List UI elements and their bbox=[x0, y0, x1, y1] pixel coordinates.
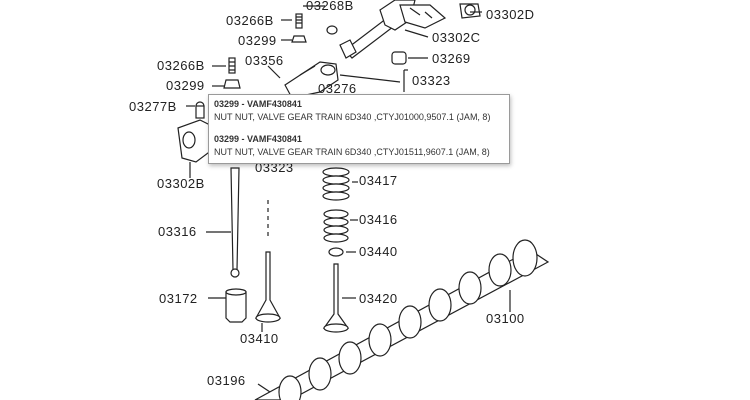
callout-03302c[interactable]: 03302C bbox=[432, 30, 481, 45]
bolt-03266b-top[interactable] bbox=[295, 13, 303, 29]
callout-03196[interactable]: 03196 bbox=[207, 373, 246, 388]
callout-03410[interactable]: 03410 bbox=[240, 331, 279, 346]
callout-03269[interactable]: 03269 bbox=[432, 51, 471, 66]
callout-03416[interactable]: 03416 bbox=[359, 212, 398, 227]
camshaft-03100[interactable] bbox=[254, 239, 550, 400]
push-rod-03316[interactable] bbox=[230, 167, 240, 278]
tooltip-part-description: NUT NUT, VALVE GEAR TRAIN 6D340 ,CTYJ010… bbox=[214, 112, 491, 122]
callout-03276[interactable]: 03276 bbox=[318, 81, 357, 96]
tooltip-entry: 03299 - VAMF430841 NUT NUT, VALVE GEAR T… bbox=[214, 98, 504, 124]
callout-03266b-top[interactable]: 03266B bbox=[226, 13, 274, 28]
callout-03417[interactable]: 03417 bbox=[359, 173, 398, 188]
tooltip-part-description: NUT NUT, VALVE GEAR TRAIN 6D340 ,CTYJ015… bbox=[214, 147, 490, 157]
callout-03266b-left[interactable]: 03266B bbox=[157, 58, 205, 73]
callout-03323-mid[interactable]: 03323 bbox=[255, 160, 294, 175]
rocker-arm-03356[interactable] bbox=[284, 61, 339, 99]
part-info-tooltip: 03299 - VAMF430841 NUT NUT, VALVE GEAR T… bbox=[208, 94, 510, 164]
tooltip-entry: 03299 - VAMF430841 NUT NUT, VALVE GEAR T… bbox=[214, 133, 504, 159]
spring-03417[interactable] bbox=[322, 167, 350, 201]
callout-03299-left[interactable]: 03299 bbox=[166, 78, 205, 93]
valve-03410[interactable] bbox=[254, 200, 282, 323]
seal-03440[interactable] bbox=[328, 247, 344, 257]
callout-03323-right[interactable]: 03323 bbox=[412, 73, 451, 88]
bolt-03277b[interactable] bbox=[195, 101, 205, 119]
callout-03302b[interactable]: 03302B bbox=[157, 176, 205, 191]
callout-03440[interactable]: 03440 bbox=[359, 244, 398, 259]
bolt-03266b-left[interactable] bbox=[228, 57, 236, 74]
callout-03277b[interactable]: 03277B bbox=[129, 99, 177, 114]
callout-03172[interactable]: 03172 bbox=[159, 291, 198, 306]
rocker-shaft-upper[interactable] bbox=[339, 0, 481, 59]
spring-03416[interactable] bbox=[323, 209, 349, 243]
spacer-03269[interactable] bbox=[391, 51, 407, 65]
callout-03316[interactable]: 03316 bbox=[158, 224, 197, 239]
callout-03299-top[interactable]: 03299 bbox=[238, 33, 277, 48]
callout-03302d[interactable]: 03302D bbox=[486, 7, 535, 22]
valve-03420[interactable] bbox=[322, 263, 350, 333]
ring-03268b[interactable] bbox=[326, 25, 338, 35]
nut-03299-top[interactable] bbox=[291, 35, 307, 43]
callout-03420[interactable]: 03420 bbox=[359, 291, 398, 306]
tappet-03172[interactable] bbox=[225, 288, 247, 323]
callout-03268b[interactable]: 03268B bbox=[306, 0, 354, 13]
tooltip-part-number: 03299 - VAMF430841 bbox=[214, 99, 302, 109]
tooltip-part-number: 03299 - VAMF430841 bbox=[214, 134, 302, 144]
callout-03356[interactable]: 03356 bbox=[245, 53, 284, 68]
rocker-arm-03302b[interactable] bbox=[177, 119, 213, 172]
callout-03100[interactable]: 03100 bbox=[486, 311, 525, 326]
nut-03299-left[interactable] bbox=[223, 79, 241, 89]
